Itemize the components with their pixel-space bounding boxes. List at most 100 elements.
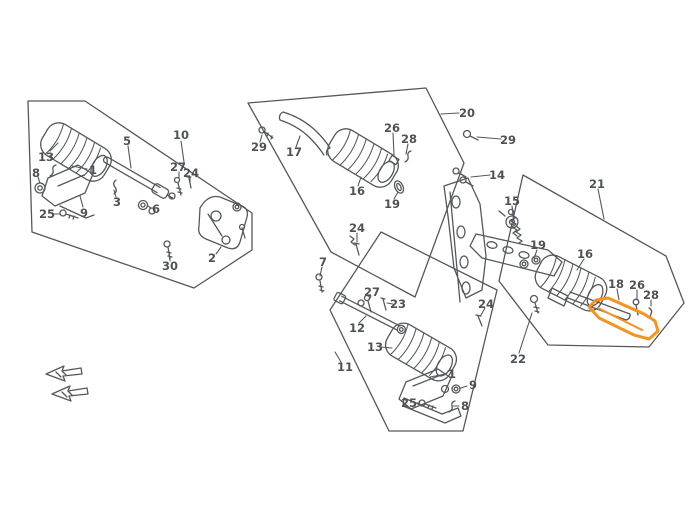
direction-arrow-icon <box>45 365 83 382</box>
part-number-label[interactable]: 29 <box>251 140 267 154</box>
snap-clip <box>49 164 57 177</box>
leader-line <box>215 246 222 255</box>
part-number-label[interactable]: 9 <box>80 206 88 220</box>
part-number-label[interactable]: 20 <box>459 106 475 120</box>
joint-pin <box>388 154 400 166</box>
part-number-label[interactable]: 15 <box>504 194 520 208</box>
collar-hole <box>533 257 539 263</box>
part-number-label[interactable]: 25 <box>39 207 55 221</box>
part-number-label[interactable]: 24 <box>183 166 199 180</box>
part-number-label[interactable]: 3 <box>113 195 121 209</box>
pivot-hole <box>508 218 516 226</box>
part-number-label[interactable]: 7 <box>319 255 327 269</box>
part-number-label[interactable]: 14 <box>489 168 505 182</box>
collar-hole <box>396 182 402 192</box>
part-number-label[interactable]: 21 <box>589 177 605 191</box>
part-number-label[interactable]: 16 <box>577 247 593 261</box>
washer-hole <box>140 202 146 208</box>
part-number-label[interactable]: 19 <box>384 197 400 211</box>
leader-line <box>616 288 620 301</box>
bracket-hole <box>518 251 530 259</box>
bracket-front-left <box>198 195 249 250</box>
part-number-label[interactable]: 27 <box>364 285 380 299</box>
pin <box>380 297 387 311</box>
bracket-hole <box>486 241 498 249</box>
part-number-label[interactable]: 10 <box>173 128 189 142</box>
panel-outline-rear-left <box>329 231 498 432</box>
part-number-label[interactable]: 11 <box>337 360 353 374</box>
washer-hole <box>234 204 240 210</box>
washer <box>232 202 242 212</box>
leader-line <box>319 266 323 277</box>
part-number-label[interactable]: 5 <box>123 134 131 148</box>
part-number-label[interactable]: 23 <box>390 297 406 311</box>
leader-line <box>597 188 605 220</box>
part-number-label[interactable]: 24 <box>349 221 365 235</box>
part-number-label[interactable]: 25 <box>401 396 417 410</box>
part-number-label[interactable]: 16 <box>349 184 365 198</box>
leader-line <box>71 165 88 170</box>
part-number-label[interactable]: 27 <box>170 160 186 174</box>
part-number-label[interactable]: 18 <box>608 277 624 291</box>
bolt-shaft <box>176 182 183 196</box>
bolt-head <box>315 273 323 281</box>
part-number-label[interactable]: 28 <box>401 132 417 146</box>
part-number-label[interactable]: 1 <box>89 163 97 177</box>
collar-ring <box>393 180 405 194</box>
part-number-label[interactable]: 24 <box>478 297 494 311</box>
lower-plate <box>402 397 462 424</box>
part-number-label[interactable]: 29 <box>500 133 516 147</box>
highlighted-step-bar[interactable] <box>587 296 660 341</box>
leader-line <box>37 176 41 184</box>
bolt-shaft <box>318 280 325 293</box>
part-number-label[interactable]: 26 <box>384 121 400 135</box>
washer-hole <box>453 386 459 392</box>
part-number-label[interactable]: 19 <box>530 238 546 252</box>
washer <box>137 199 149 211</box>
part-number-label[interactable]: 22 <box>510 352 526 366</box>
part-number-label[interactable]: 13 <box>367 340 383 354</box>
step-bar-rear-left <box>333 291 406 335</box>
lever-arm <box>278 111 331 156</box>
direction-arrow-icon <box>51 385 89 402</box>
leader-line <box>392 132 395 156</box>
footpeg-mount-front-left <box>41 164 95 219</box>
bolt-shaft <box>533 302 540 314</box>
bracket-hole <box>451 195 461 209</box>
part-number-label[interactable]: 2 <box>208 251 216 265</box>
bolt-head <box>163 240 171 248</box>
collar-ring <box>519 259 529 269</box>
part-number-label[interactable]: 1 <box>448 367 456 381</box>
part-number-label[interactable]: 8 <box>32 166 40 180</box>
part-number-label[interactable]: 9 <box>469 378 477 392</box>
part-number-label[interactable]: 6 <box>152 202 160 216</box>
leader-line <box>480 307 486 316</box>
bracket-hole <box>459 255 469 269</box>
part-number-label[interactable]: 28 <box>643 288 659 302</box>
part-number-label[interactable]: 8 <box>461 399 469 413</box>
leader-line <box>295 135 301 148</box>
bracket-rear-right <box>469 233 563 277</box>
part-number-label[interactable]: 13 <box>38 150 54 164</box>
bracket-hole <box>461 281 471 295</box>
part-number-label[interactable]: 12 <box>349 321 365 335</box>
bolt-head <box>462 129 472 139</box>
leader-lines <box>37 112 652 407</box>
leader-line <box>476 136 502 140</box>
bracket-hole <box>210 210 222 222</box>
leader-line <box>79 195 84 208</box>
assembly-front-right <box>258 111 518 303</box>
step-bar-front-left <box>102 156 174 199</box>
bolt-shaft <box>424 403 437 410</box>
assembly-rear-right <box>469 210 654 321</box>
cotter-pin <box>113 179 117 195</box>
panel-outlines <box>27 87 685 432</box>
footpeg-rubber-rear-right <box>530 249 612 317</box>
part-number-label[interactable]: 30 <box>162 259 178 273</box>
panel-outline-rear-right <box>498 174 685 348</box>
part-number-label[interactable]: 17 <box>286 145 302 159</box>
part-number-label[interactable]: 26 <box>629 278 645 292</box>
